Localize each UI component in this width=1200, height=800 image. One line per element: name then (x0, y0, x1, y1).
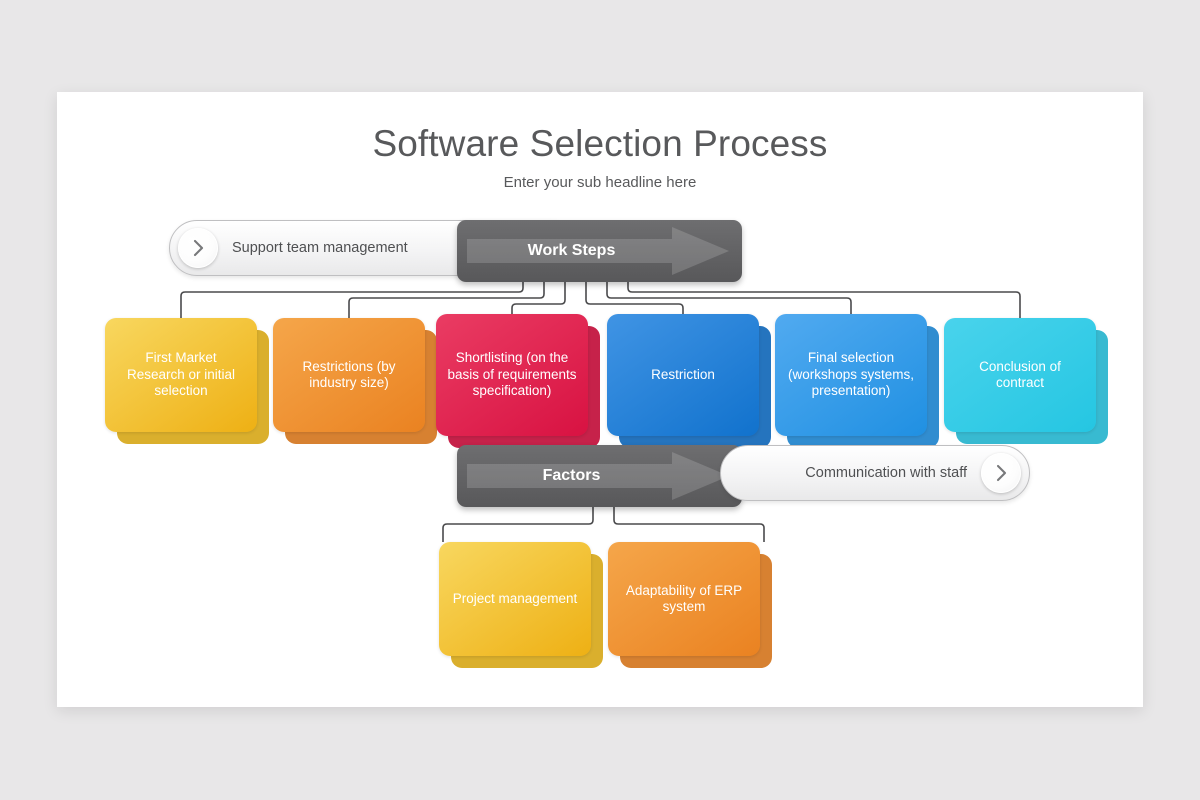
card-label: Shortlisting (on the basis of requiremen… (447, 350, 577, 399)
card-body[interactable]: Conclusion of contract (944, 318, 1096, 432)
card-label: Project management (452, 590, 578, 606)
arrow-right-icon (467, 227, 729, 275)
pill-label-communication: Communication with staff (805, 465, 967, 481)
banner-factors[interactable]: Factors (457, 445, 742, 507)
card-body[interactable]: First Market Research or initial selecti… (105, 318, 257, 432)
card-body[interactable]: Project management (439, 542, 591, 656)
pill-label-support-team: Support team management (232, 240, 408, 256)
card-shortlisting[interactable]: Shortlisting (on the basis of requiremen… (436, 314, 600, 448)
banner-label-work-steps: Work Steps (527, 242, 616, 259)
banner-label-factors: Factors (542, 467, 601, 484)
card-restriction[interactable]: Restriction (607, 314, 771, 448)
card-conclusion-of-contract[interactable]: Conclusion of contract (944, 318, 1108, 444)
card-label: Restrictions (by industry size) (302, 358, 396, 390)
pill-communication-with-staff[interactable]: Communication with staff (720, 445, 1030, 501)
card-first-market-research[interactable]: First Market Research or initial selecti… (105, 318, 269, 444)
card-label: First Market Research or initial selecti… (126, 350, 236, 399)
card-final-selection[interactable]: Final selection (workshops systems, pres… (775, 314, 939, 448)
card-project-management[interactable]: Project management (439, 542, 603, 668)
card-adaptability-erp-system[interactable]: Adaptability of ERP system (608, 542, 772, 668)
page-subtitle: Enter your sub headline here (503, 174, 697, 191)
card-body[interactable]: Restrictions (by industry size) (273, 318, 425, 432)
card-body[interactable]: Shortlisting (on the basis of requiremen… (436, 314, 588, 436)
page-title: Software Selection Process (372, 123, 828, 164)
card-label: Conclusion of contract (979, 358, 1061, 390)
slide-canvas: Software Selection Process Enter your su… (57, 92, 1143, 707)
banner-work-steps[interactable]: Work Steps (457, 220, 742, 282)
card-body[interactable]: Restriction (607, 314, 759, 436)
card-body[interactable]: Final selection (workshops systems, pres… (775, 314, 927, 436)
chevron-right-icon[interactable] (178, 228, 218, 268)
chevron-right-icon[interactable] (981, 453, 1021, 493)
card-label: Final selection (workshops systems, pres… (787, 350, 915, 399)
card-label: Restriction (651, 366, 715, 382)
card-body[interactable]: Adaptability of ERP system (608, 542, 760, 656)
card-restrictions-industry-size[interactable]: Restrictions (by industry size) (273, 318, 437, 444)
arrow-right-icon (467, 452, 729, 500)
card-label: Adaptability of ERP system (625, 582, 743, 614)
